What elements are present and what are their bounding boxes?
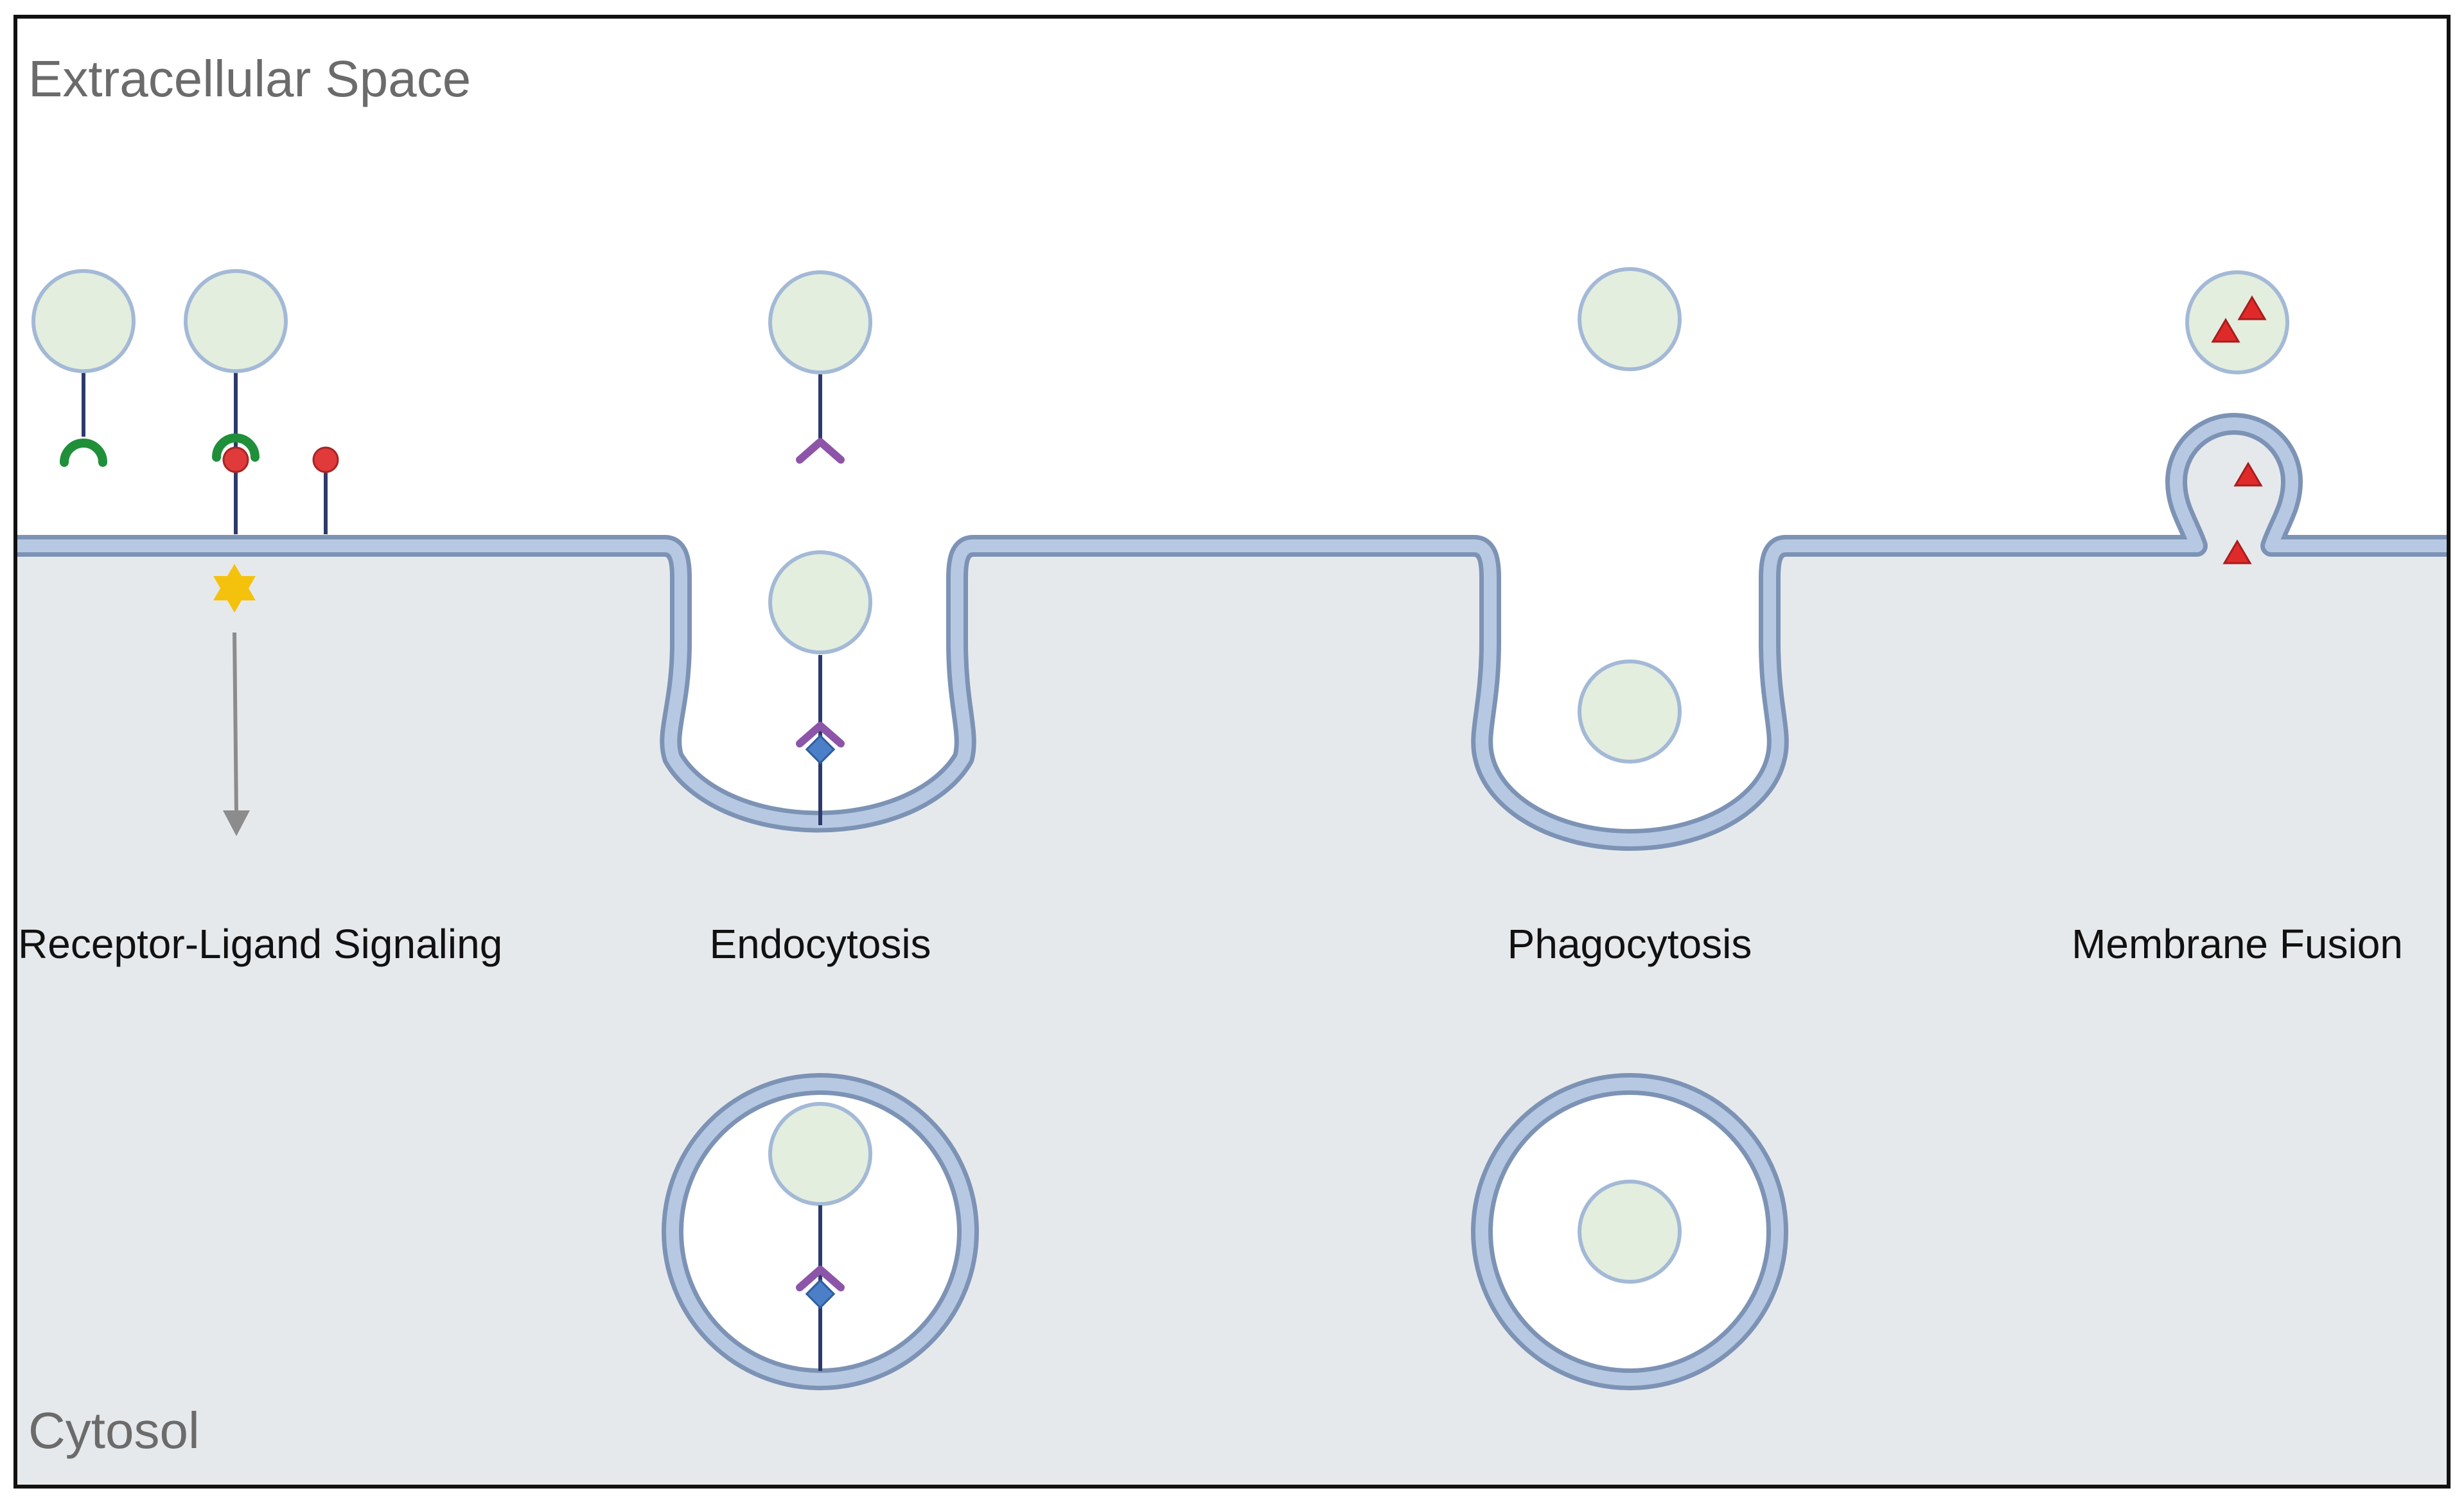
red-ligand-bound [222,446,249,473]
cytosol-region [15,424,2449,1487]
endosome-particle [768,1102,872,1206]
cargo-triangle-3 [2233,462,2263,487]
signal-arrow-head [223,810,250,836]
phagocytosis-label: Phagocytosis [1508,921,1752,967]
green-receptor-bound [212,433,260,462]
purple-receptor-y [796,438,845,464]
phagosome-inner [1475,1078,1784,1386]
endocytosis-group [662,270,979,1390]
cytosol-label: Cytosol [28,1402,200,1459]
green-receptor-cap [60,439,107,467]
bound-particle [184,269,288,373]
endo-top-particle [768,270,872,374]
diagram-border [13,15,2451,1489]
blue-diamond-pit-icon [805,734,836,765]
phago-top-particle [1578,267,1682,371]
cargo-triangle-4 [2222,539,2252,564]
cargo-triangle-2 [2211,318,2240,343]
signal-arrow-shaft [233,632,238,815]
phagosome-particle [1578,1180,1682,1284]
cargo-triangle-1 [2237,295,2267,320]
receptor-ligand-signaling-group [31,269,339,836]
blue-diamond-endosome-icon [805,1279,836,1309]
red-ligand-free [312,446,339,473]
endosome-inner [666,1078,974,1386]
purple-receptor-pit [796,722,845,747]
endocytosis-label: Endocytosis [709,921,931,967]
phagocytosis-group [1471,267,1788,1390]
endo-pit-particle [768,550,872,654]
membrane-fusion-group [2185,270,2289,564]
phago-pit-particle [1578,659,1682,764]
receptor-ligand-signaling-label: Receptor-Ligand Signaling [18,921,502,967]
purple-receptor-endosome [796,1266,845,1291]
signal-star-icon [213,564,256,613]
plasma-membrane-inner [15,417,2449,846]
membrane-fusion-label: Membrane Fusion [2072,921,2403,967]
fusion-vesicle [2185,270,2289,374]
ligand-particle [31,269,136,373]
extracellular-space-label: Extracellular Space [28,50,471,107]
